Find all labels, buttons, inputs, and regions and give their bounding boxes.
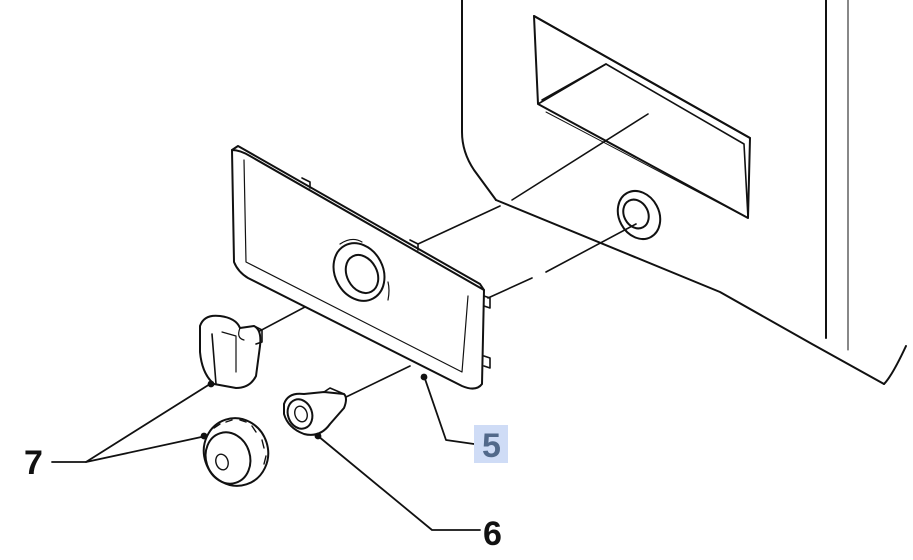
- selector-knob-illustration: [199, 314, 263, 389]
- leader-dots: [200, 373, 428, 440]
- part-5-highlight: [474, 425, 508, 463]
- round-knob-illustration: [202, 417, 270, 487]
- callout-label-7: 7: [24, 444, 43, 482]
- leader-lines: [51, 375, 481, 531]
- spindle-illustration: [283, 387, 347, 436]
- appliance-body-illustration: [461, 0, 907, 385]
- cover-plate-illustration: [231, 145, 491, 390]
- callout-label-5: 5: [482, 427, 501, 465]
- callout-label-6: 6: [483, 515, 502, 553]
